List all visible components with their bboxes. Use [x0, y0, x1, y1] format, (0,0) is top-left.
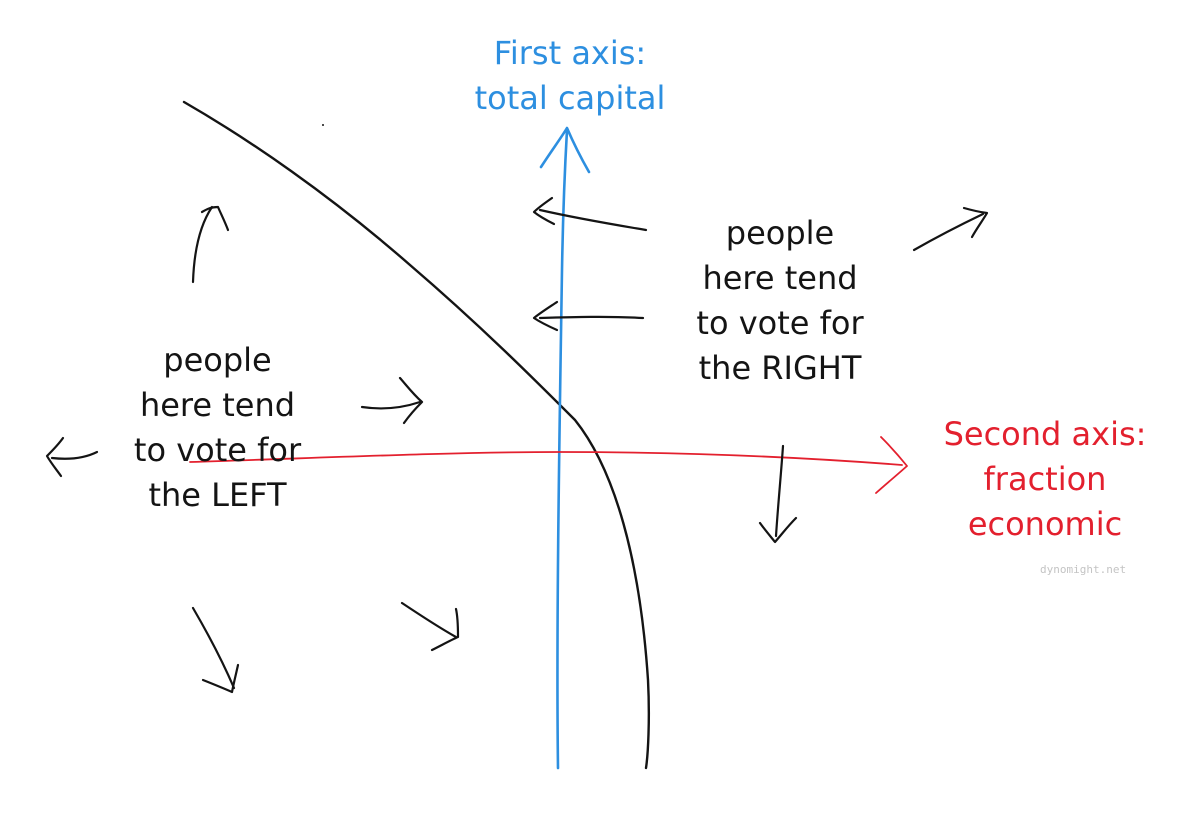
watermark: dynomight.net: [1040, 563, 1127, 576]
right-voters-label: people here tend to vote for the RIGHT: [655, 211, 905, 391]
first-axis-arrowhead: [539, 126, 591, 174]
left-voters-label: people here tend to vote for the LEFT: [95, 338, 340, 518]
second-axis-label-line-2: fraction: [983, 460, 1107, 498]
ink-speck: [322, 124, 324, 126]
left-voters-line-3: to vote for: [133, 431, 302, 469]
left-voters-line-1: people: [163, 341, 272, 379]
first-axis-label: First axis: total capital: [440, 31, 700, 121]
right-voters-line-1: people: [725, 214, 835, 252]
second-axis: [189, 436, 908, 494]
right-voters-line-2: here tend: [702, 259, 858, 297]
first-axis: [539, 126, 591, 770]
second-axis-label-line-3: economic: [967, 505, 1123, 543]
first-axis-line: [556, 128, 569, 770]
arrow-left-top: [532, 196, 648, 232]
left-voters-line-4: the LEFT: [148, 476, 287, 514]
arrow-left-middle: [532, 300, 645, 332]
second-axis-arrowhead: [875, 436, 908, 494]
right-voters-line-3: to vote for: [696, 304, 864, 342]
second-axis-line: [189, 451, 903, 466]
right-voters-line-4: the RIGHT: [698, 349, 862, 387]
second-axis-label-line-1: Second axis:: [943, 415, 1147, 453]
arrow-down-lower-left: [191, 606, 240, 694]
movement-arrows: [45, 196, 989, 694]
arrow-down-lower-middle: [400, 601, 460, 652]
first-axis-label-line-1: First axis:: [493, 34, 647, 72]
first-axis-label-line-2: total capital: [474, 79, 666, 117]
left-voters-line-2: here tend: [139, 386, 296, 424]
second-axis-label: Second axis: fraction economic: [905, 412, 1185, 547]
arrow-down-right-region: [758, 444, 798, 544]
arrow-up-right-region: [912, 206, 989, 252]
arrow-far-left: [45, 436, 99, 478]
arrow-right-middle: [360, 376, 424, 425]
arrow-up-left-region: [191, 205, 230, 284]
